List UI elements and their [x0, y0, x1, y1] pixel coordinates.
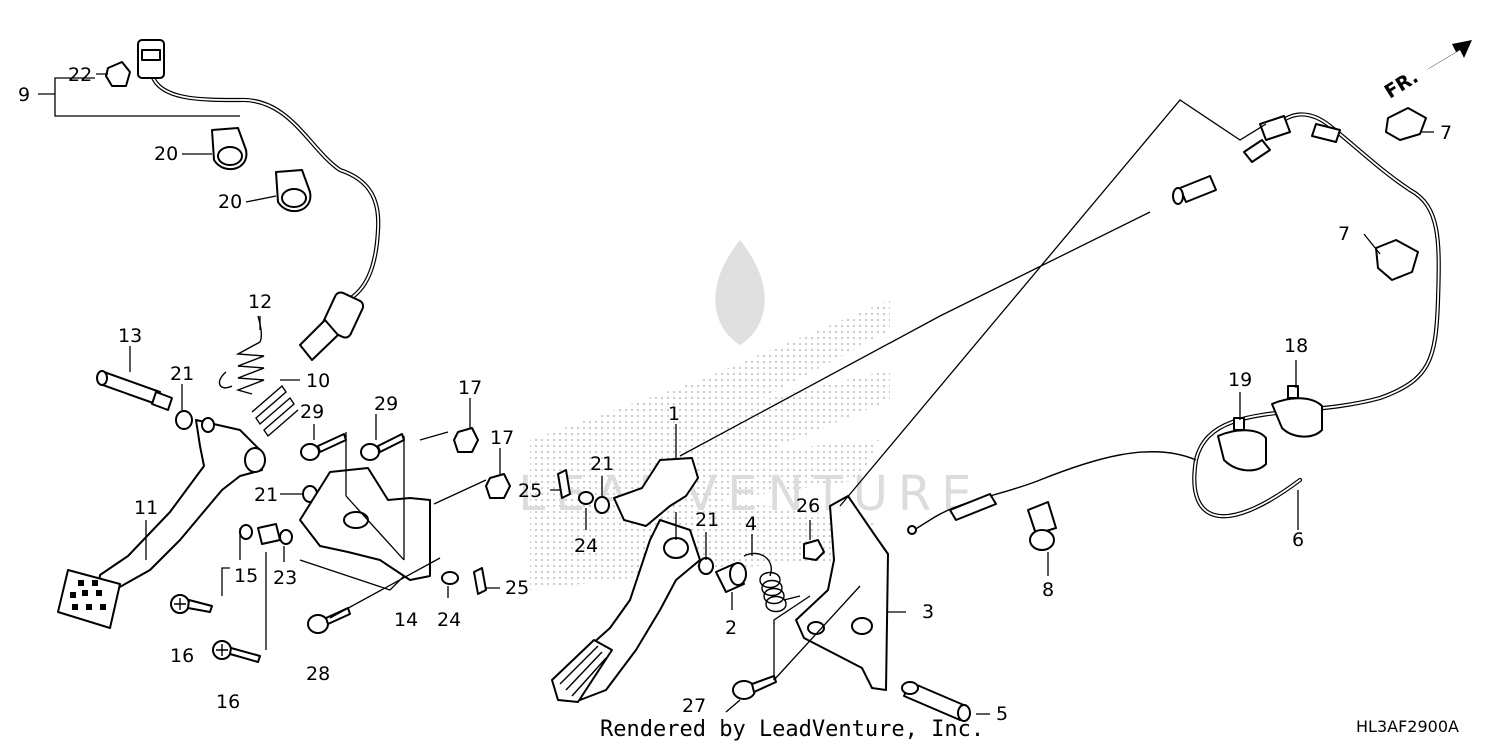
part-nut-21c — [594, 496, 610, 514]
callout-7a: 7 — [1440, 122, 1452, 144]
callout-20a: 20 — [154, 143, 178, 165]
part-clip-22 — [105, 61, 131, 87]
callout-9: 9 — [18, 84, 30, 106]
callout-5: 5 — [996, 703, 1008, 725]
callout-16a: 16 — [170, 645, 194, 667]
part-nut-21a — [175, 410, 193, 430]
part-clamp-20b — [275, 169, 312, 212]
callout-23: 23 — [273, 567, 297, 589]
callout-2: 2 — [725, 617, 737, 639]
part-tie-19 — [1217, 417, 1267, 472]
front-indicator-label: FR. — [1381, 66, 1422, 103]
callout-20b: 20 — [218, 191, 242, 213]
part-clip-7b — [1375, 239, 1419, 281]
callout-28: 28 — [306, 663, 330, 685]
part-tie-18 — [1271, 385, 1323, 438]
callout-25b: 25 — [505, 577, 529, 599]
part-pin-5 — [901, 681, 971, 722]
callout-19: 19 — [1228, 369, 1252, 391]
watermark-flame-icon — [715, 240, 765, 345]
part-washer-15 — [239, 524, 253, 540]
part-bolt-29a — [300, 433, 347, 461]
callout-11: 11 — [134, 497, 158, 519]
callout-6: 6 — [1292, 529, 1304, 551]
part-bolt-28 — [307, 607, 351, 634]
part-nut-17a — [453, 427, 479, 453]
callout-17a: 17 — [458, 377, 482, 399]
footer-credit: Rendered by LeadVenture, Inc. — [600, 717, 985, 742]
part-spring-12 — [218, 315, 265, 395]
callout-21a: 21 — [170, 363, 194, 385]
watermark-dotted-wing — [530, 300, 890, 590]
callout-13: 13 — [118, 325, 142, 347]
callout-16b: 16 — [216, 691, 240, 713]
callout-24b: 24 — [437, 609, 461, 631]
part-washer-24a — [441, 571, 459, 585]
callout-22: 22 — [68, 64, 92, 86]
part-spring-10 — [251, 384, 299, 438]
part-bolt-27 — [732, 675, 777, 700]
callout-27: 27 — [682, 695, 706, 717]
part-harness-9 — [137, 39, 381, 361]
part-cable-6 — [907, 112, 1441, 535]
leader-lines — [38, 73, 1434, 715]
part-cotter-25b — [557, 469, 571, 499]
part-bushing-2 — [715, 562, 747, 593]
part-nut-21d — [698, 557, 714, 575]
part-bolt-29b — [360, 433, 405, 461]
part-spacer-23 — [257, 523, 281, 545]
callout-12: 12 — [248, 291, 272, 313]
callout-25a: 25 — [518, 480, 542, 502]
callout-7b: 7 — [1338, 223, 1350, 245]
part-bolt-16b — [212, 640, 261, 663]
part-pin-13 — [96, 370, 173, 411]
callout-15: 15 — [234, 565, 258, 587]
part-spring-4 — [743, 552, 801, 613]
callout-18: 18 — [1284, 335, 1308, 357]
part-clamp-8 — [1027, 501, 1057, 551]
callout-14: 14 — [394, 609, 418, 631]
watermark-text: LEADVENTURE — [518, 466, 981, 522]
callout-21b: 21 — [254, 484, 278, 506]
part-bracket-3 — [795, 495, 889, 691]
callout-3: 3 — [922, 601, 934, 623]
front-arrow-icon — [1426, 40, 1472, 70]
callout-21c: 21 — [590, 453, 614, 475]
callout-29a: 29 — [300, 401, 324, 423]
callout-4: 4 — [745, 513, 757, 535]
callout-8: 8 — [1042, 579, 1054, 601]
callout-10: 10 — [306, 370, 330, 392]
callout-21d: 21 — [695, 509, 719, 531]
callout-1: 1 — [668, 403, 680, 425]
part-bolt-26 — [803, 539, 825, 561]
callout-26: 26 — [796, 495, 820, 517]
part-clip-7a — [1385, 107, 1427, 141]
callout-labels: 1 2 3 4 5 6 7 7 8 9 10 11 12 13 14 15 16… — [18, 64, 1452, 725]
part-pedal-11 — [57, 417, 266, 629]
part-cotter-25a — [473, 567, 487, 595]
part-clamp-20a — [211, 127, 248, 170]
part-nut-17b — [485, 473, 511, 499]
front-indicator: FR. — [1381, 40, 1472, 103]
diagram-code: HL3AF2900A — [1356, 717, 1459, 736]
callout-29b: 29 — [374, 393, 398, 415]
watermark: LEADVENTURE — [518, 240, 981, 590]
part-washer-24b — [578, 491, 594, 505]
callout-17b: 17 — [490, 427, 514, 449]
part-pedal-1 — [551, 457, 701, 703]
callout-24a: 24 — [574, 535, 598, 557]
part-bolt-16a — [170, 594, 213, 614]
